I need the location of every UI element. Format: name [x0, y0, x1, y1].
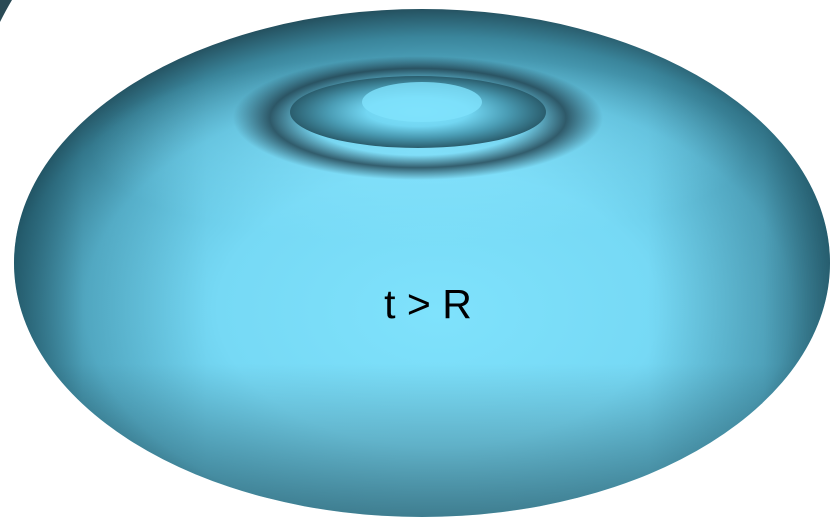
torus-hole [290, 76, 546, 148]
torus-label: t > R [384, 281, 472, 327]
corner-artifact [0, 0, 12, 22]
